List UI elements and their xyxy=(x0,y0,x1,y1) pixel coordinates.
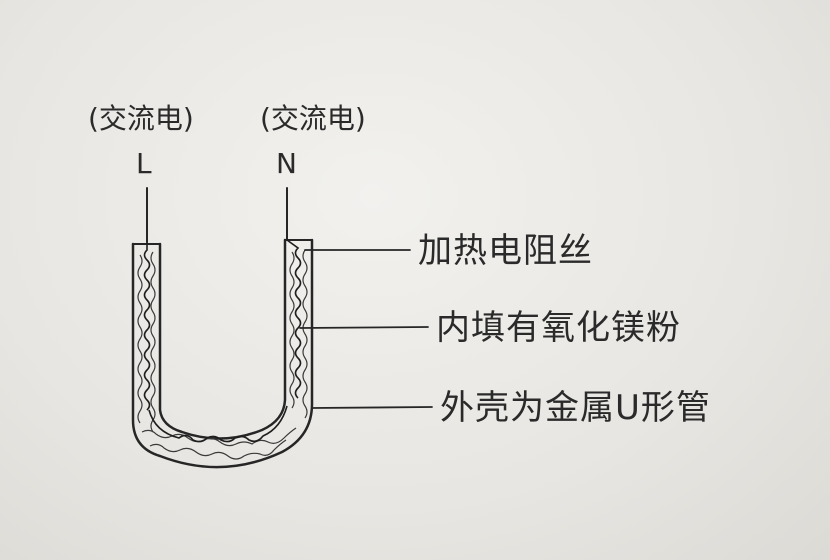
label-heating-wire: 加热电阻丝 xyxy=(418,231,593,271)
magnesium-oxide-fill xyxy=(137,249,308,460)
label-metal-u-tube: 外壳为金属U形管 xyxy=(440,388,711,428)
terminal-n-note: (交流电) xyxy=(260,102,366,135)
outer-tube-wall-inner xyxy=(158,238,287,440)
heating-resistance-wire xyxy=(143,239,302,443)
leader-line-mgo-powder xyxy=(299,326,429,329)
terminal-l-note: (交流电) xyxy=(88,102,194,135)
label-mgo-powder: 内填有氧化镁粉 xyxy=(436,308,681,348)
outer-tube-wall-outer xyxy=(131,238,314,469)
leader-line-metal-tube xyxy=(311,406,433,409)
terminal-n-letter: N xyxy=(276,147,297,180)
terminal-l-letter: L xyxy=(136,147,152,180)
